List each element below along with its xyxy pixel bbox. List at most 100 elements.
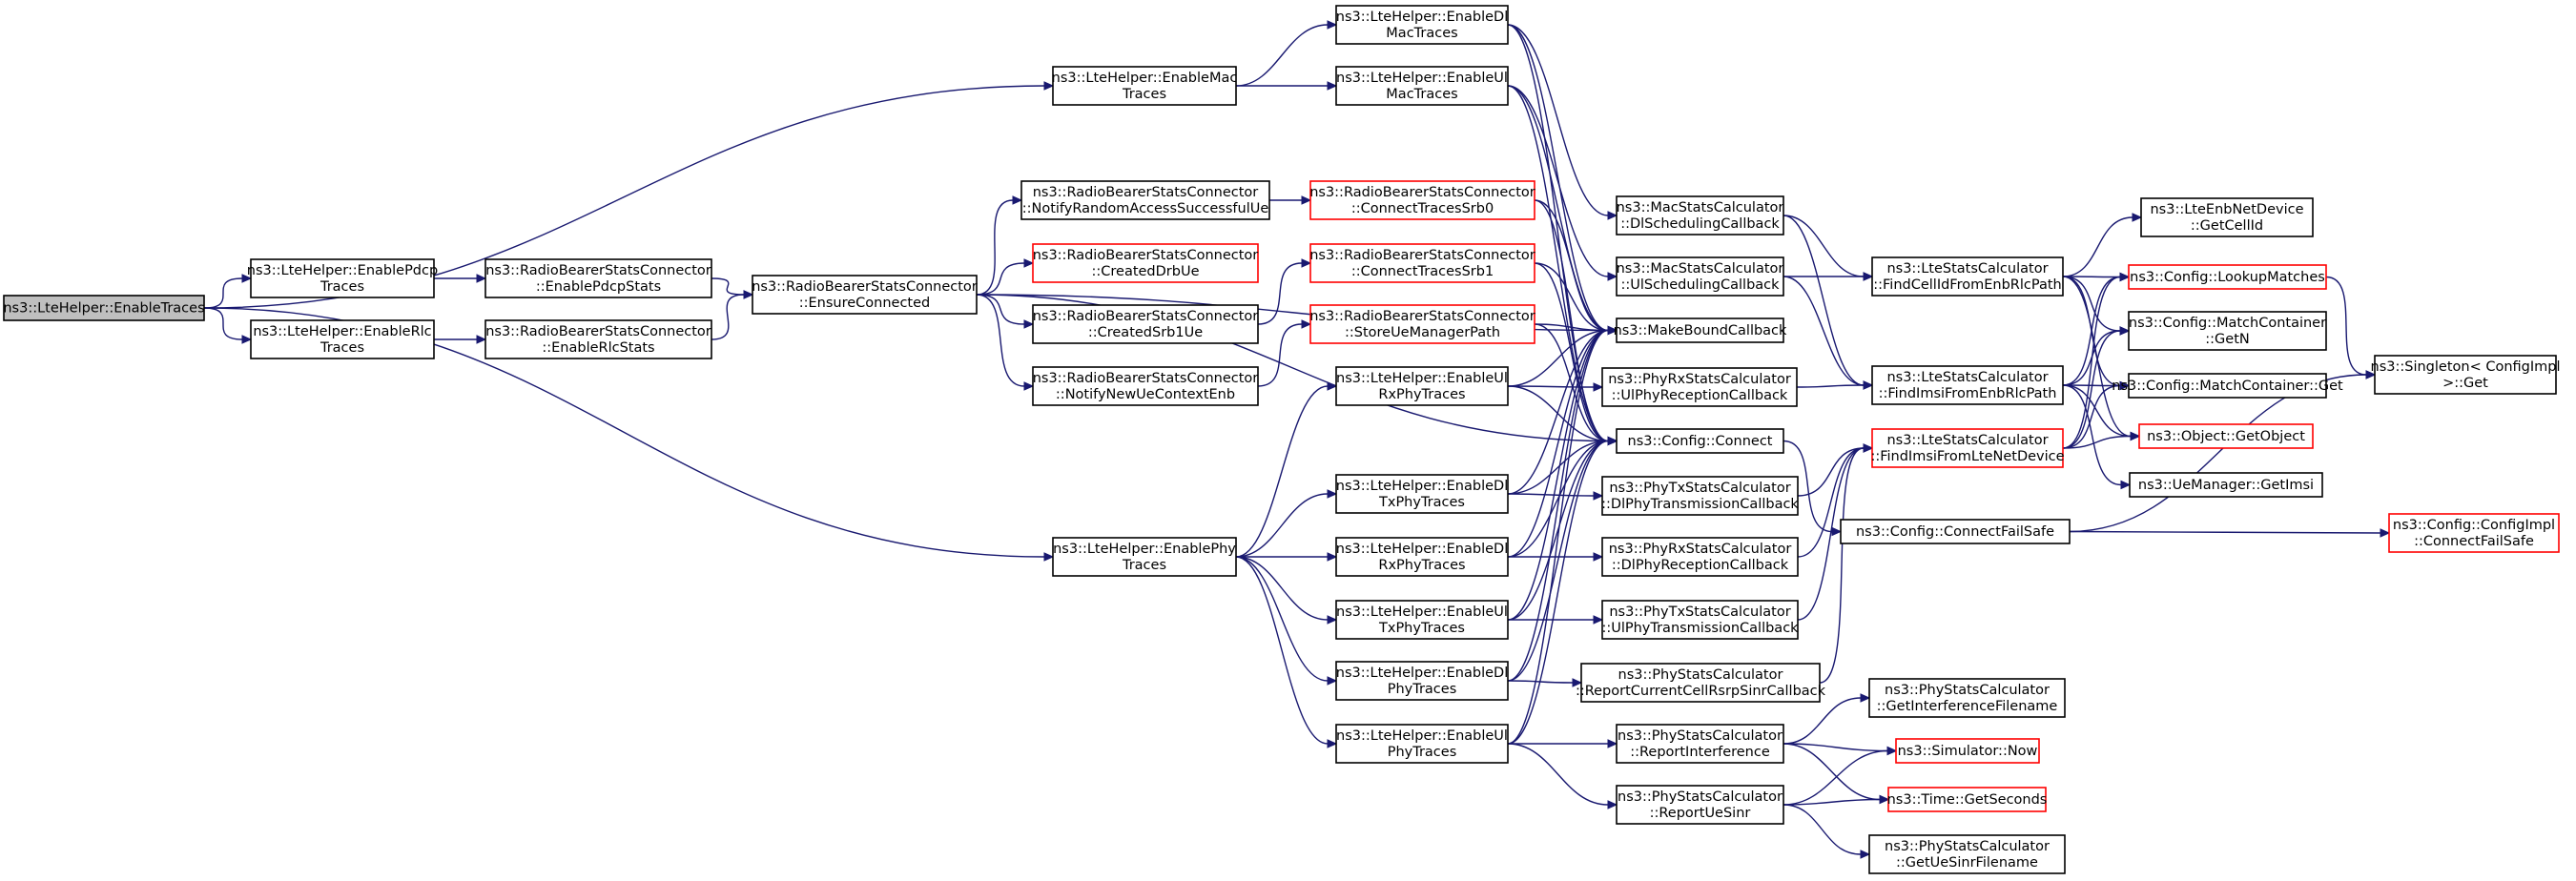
node-n27[interactable]: ns3::Config::Connect xyxy=(1616,428,1784,454)
node-box xyxy=(2388,513,2560,553)
node-n48[interactable]: ns3::Singleton< ConfigImpl>::Get xyxy=(2371,355,2561,395)
edge-n4-to-n19 xyxy=(1236,552,1338,562)
edge-line xyxy=(1783,804,1862,855)
node-n9[interactable]: ns3::RadioBearerStatsConnector::CreatedD… xyxy=(1032,243,1259,283)
node-n41[interactable]: ns3::PhyStatsCalculator::GetUeSinrFilena… xyxy=(1868,834,2066,874)
edge-n17-to-n26 xyxy=(1507,382,1604,392)
node-label: ns3::RadioBearerStatsConnector xyxy=(1309,309,1535,324)
node-n35[interactable]: ns3::LteStatsCalculator::FindImsiFromEnb… xyxy=(1871,365,2064,405)
arrowhead-icon xyxy=(2120,480,2132,490)
node-n38[interactable]: ns3::PhyStatsCalculator::GetInterference… xyxy=(1868,678,2066,718)
node-box xyxy=(1335,724,1509,764)
node-box xyxy=(1887,787,2047,812)
edge-n18-to-n25 xyxy=(1507,325,1618,495)
node-label: Traces xyxy=(319,340,364,356)
node-n44[interactable]: ns3::Config::MatchContainer::GetN xyxy=(2128,311,2327,351)
edge-n32-to-n38 xyxy=(1783,693,1871,745)
node-n45[interactable]: ns3::Config::MatchContainer::Get xyxy=(2112,373,2343,399)
edge-line xyxy=(976,294,1025,387)
node-n24[interactable]: ns3::MacStatsCalculator::UlSchedulingCal… xyxy=(1616,256,1784,297)
node-n25[interactable]: ns3::MakeBoundCallback xyxy=(1614,318,1787,343)
edge-n4-to-n17 xyxy=(1235,381,1338,558)
edge-n6-to-n7 xyxy=(711,290,754,340)
node-n40[interactable]: ns3::Time::GetSeconds xyxy=(1887,787,2048,812)
node-n33[interactable]: ns3::PhyStatsCalculator::ReportUeSinr xyxy=(1616,785,1784,825)
node-n43[interactable]: ns3::Config::LookupMatches xyxy=(2128,264,2327,290)
node-n7[interactable]: ns3::RadioBearerStatsConnector::EnsureCo… xyxy=(752,275,978,315)
node-n10[interactable]: ns3::RadioBearerStatsConnector::CreatedS… xyxy=(1032,304,1259,344)
node-n32[interactable]: ns3::PhyStatsCalculator::ReportInterfere… xyxy=(1616,724,1784,764)
node-n28[interactable]: ns3::PhyTxStatsCalculator::DlPhyTransmis… xyxy=(1601,476,1799,516)
node-n6[interactable]: ns3::RadioBearerStatsConnector::EnableRl… xyxy=(484,319,712,359)
node-n11[interactable]: ns3::RadioBearerStatsConnector::NotifyNe… xyxy=(1032,366,1259,406)
edge-line xyxy=(1507,440,1609,682)
node-n34[interactable]: ns3::LteStatsCalculator::FindCellIdFromE… xyxy=(1871,256,2064,297)
node-label: ::ConnectTracesSrb1 xyxy=(1351,264,1494,279)
node-n42[interactable]: ns3::LteEnbNetDevice::GetCellId xyxy=(2140,197,2314,237)
node-label: ns3::LteHelper::EnableDl xyxy=(1336,542,1508,557)
edge-line xyxy=(1507,440,1609,558)
node-label: ns3::PhyStatsCalculator xyxy=(1885,683,2050,698)
node-label: ns3::LteEnbNetDevice xyxy=(2150,202,2303,217)
node-label: MacTraces xyxy=(1386,87,1457,102)
edge-n36-to-n44 xyxy=(2062,326,2131,449)
edge-n1-to-n12 xyxy=(1235,20,1338,87)
arrowhead-icon xyxy=(1327,615,1338,625)
edge-line xyxy=(1819,447,1865,684)
edge-line xyxy=(1507,329,1609,558)
node-label: ns3::RadioBearerStatsConnector xyxy=(1309,248,1535,263)
node-n47[interactable]: ns3::UeManager::GetImsi xyxy=(2129,472,2323,498)
node-n15[interactable]: ns3::RadioBearerStatsConnector::ConnectT… xyxy=(1309,243,1535,283)
arrowhead-icon xyxy=(1301,195,1312,205)
node-n29[interactable]: ns3::PhyRxStatsCalculator::DlPhyReceptio… xyxy=(1601,537,1799,577)
node-n31[interactable]: ns3::PhyStatsCalculator::ReportCurrentCe… xyxy=(1576,663,1826,703)
node-label: >::Get xyxy=(2442,376,2488,391)
edge-line xyxy=(1507,743,1609,806)
node-n0[interactable]: ns3::LteHelper::EnableTraces xyxy=(3,295,205,321)
node-label: ns3::RadioBearerStatsConnector xyxy=(485,263,711,278)
node-n14[interactable]: ns3::RadioBearerStatsConnector::ConnectT… xyxy=(1309,180,1535,220)
node-label: ns3::LteHelper::EnablePdcp xyxy=(247,263,438,278)
arrowhead-icon xyxy=(1301,258,1312,268)
node-n46[interactable]: ns3::Object::GetObject xyxy=(2138,423,2314,449)
node-n30[interactable]: ns3::PhyTxStatsCalculator::UlPhyTransmis… xyxy=(1601,600,1799,640)
node-label: ::FindImsiFromLteNetDevice xyxy=(1870,449,2064,464)
node-box xyxy=(1895,738,2040,764)
node-n37[interactable]: ns3::Config::ConnectFailSafe xyxy=(1840,519,2071,544)
edge-line xyxy=(2062,276,2121,332)
edge-n27-to-n37 xyxy=(1783,440,1843,537)
node-n36[interactable]: ns3::LteStatsCalculator::FindImsiFromLte… xyxy=(1870,428,2065,468)
edge-line xyxy=(1507,24,1609,216)
node-n8[interactable]: ns3::RadioBearerStatsConnector::NotifyRa… xyxy=(1020,180,1270,220)
node-label: TxPhyTraces xyxy=(1378,495,1465,510)
edge-line xyxy=(1783,743,1881,801)
node-n39[interactable]: ns3::Simulator::Now xyxy=(1895,738,2040,764)
edge-n35-to-n44 xyxy=(2062,326,2131,386)
node-label: ::DlPhyTransmissionCallback xyxy=(1601,497,1799,512)
node-n26[interactable]: ns3::PhyRxStatsCalculator::UlPhyReceptio… xyxy=(1601,367,1798,407)
node-label: ns3::RadioBearerStatsConnector xyxy=(1309,185,1535,200)
node-n16[interactable]: ns3::RadioBearerStatsConnector::StoreUeM… xyxy=(1309,304,1535,344)
node-label: ::EnablePdcpStats xyxy=(536,279,661,295)
node-label: ns3::LteHelper::EnableMac xyxy=(1052,71,1238,86)
node-label: ns3::Object::GetObject xyxy=(2147,429,2305,444)
node-n49[interactable]: ns3::Config::ConfigImpl::ConnectFailSafe xyxy=(2388,513,2560,553)
node-n5[interactable]: ns3::RadioBearerStatsConnector::EnablePd… xyxy=(484,258,712,298)
node-box xyxy=(1871,365,2064,405)
edge-n37-to-n49 xyxy=(2069,528,2391,538)
node-label: ns3::LteHelper::EnableDl xyxy=(1336,666,1508,681)
node-n23[interactable]: ns3::MacStatsCalculator::DlSchedulingCal… xyxy=(1616,195,1784,236)
edge-line xyxy=(1797,447,1865,621)
